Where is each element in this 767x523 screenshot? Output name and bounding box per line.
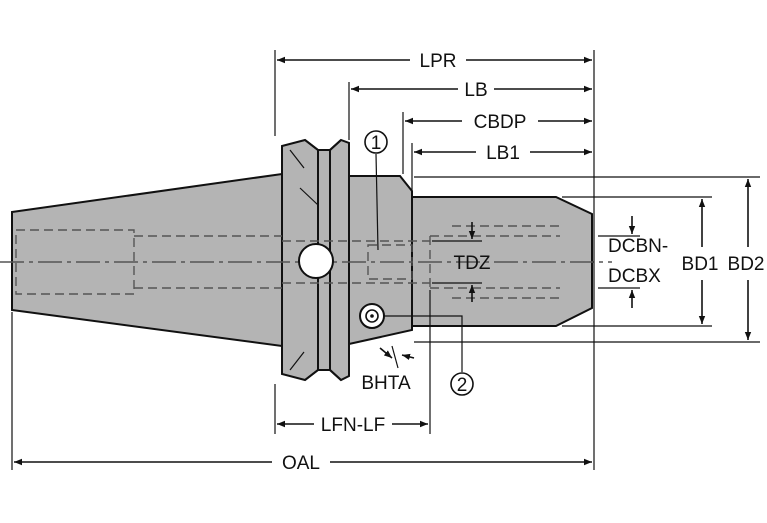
dimension-lines — [14, 56, 752, 466]
extension-lines — [11, 50, 760, 470]
taper-bore-hidden — [15, 229, 135, 295]
coolant-screw-center — [370, 314, 374, 318]
label-cbdp: CBDP — [474, 112, 527, 133]
callout-one-leader — [375, 153, 379, 251]
label-bhta: BHTA — [361, 373, 411, 394]
label-bd1: BD1 — [682, 254, 719, 275]
screw-hidden — [367, 244, 413, 280]
label-tdz: TDZ — [454, 253, 491, 274]
callout-one: 1 — [364, 130, 388, 251]
flange-hatch-mid — [299, 187, 319, 206]
bhta-ref-line — [391, 345, 399, 369]
callout-two: 2 — [384, 315, 474, 396]
flange-hatch-bottom — [289, 351, 305, 371]
taper-shank — [11, 172, 283, 348]
flange-hatch-top — [289, 149, 305, 169]
callout-one-circle — [364, 130, 388, 154]
callout-one-number: 1 — [371, 133, 382, 154]
dim-bhta-left — [379, 347, 393, 359]
label-lb: LB — [464, 80, 487, 101]
label-dcbn: DCBN- — [608, 236, 668, 257]
label-lfn-lf: LFN-LF — [321, 415, 385, 436]
label-dcbx: DCBX — [608, 266, 661, 287]
label-oal: OAL — [282, 453, 320, 474]
drive-slot-hole — [298, 243, 334, 279]
callout-two-number: 2 — [457, 375, 468, 396]
label-bd2: BD2 — [728, 254, 765, 275]
callout-two-leader — [384, 315, 463, 372]
dimension-labels: LPR LB CBDP LB1 TDZ DCBN- DCBX BD1 BD2 B… — [282, 51, 765, 474]
dim-bhta-right — [401, 353, 415, 361]
label-lpr: LPR — [420, 51, 457, 72]
callout-two-circle — [450, 372, 474, 396]
label-lb1: LB1 — [486, 143, 520, 164]
